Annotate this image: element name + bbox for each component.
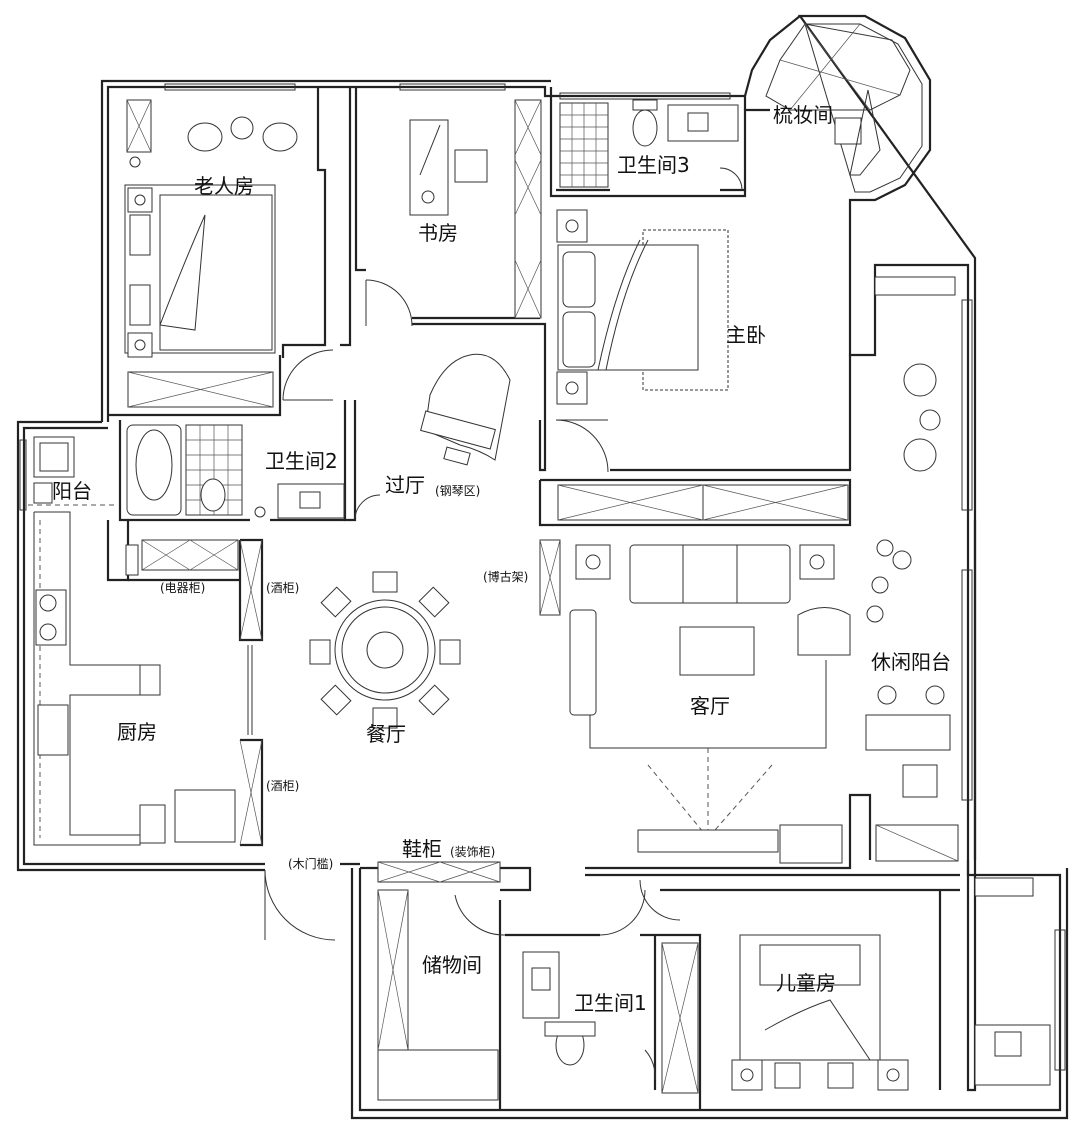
dressing-room-furniture bbox=[765, 23, 911, 176]
storage-room-furniture bbox=[377, 861, 501, 1101]
label-kitchen: 厨房 bbox=[117, 720, 157, 744]
windows bbox=[19, 83, 1066, 1071]
label-storage-room: 储物间 bbox=[422, 953, 482, 977]
bathroom2-fixtures bbox=[126, 424, 345, 519]
label-bathroom3: 卫生间3 bbox=[617, 153, 690, 177]
kitchen-furniture bbox=[28, 436, 263, 846]
label-wine-cabinet-bottom: (酒柜) bbox=[266, 779, 299, 793]
label-leisure-balcony: 休闲阳台 bbox=[871, 650, 951, 674]
study-furniture bbox=[409, 99, 542, 319]
bathroom3-fixtures bbox=[559, 99, 739, 188]
label-dressing-room: 梳妆间 bbox=[773, 103, 833, 127]
label-shoe-cabinet: 鞋柜 bbox=[402, 837, 442, 861]
label-wood-threshold: (木门槛) bbox=[288, 856, 333, 871]
leisure-balcony-furniture bbox=[865, 276, 959, 862]
label-appliance-cabinet: (电器柜) bbox=[160, 581, 205, 595]
label-living-room: 客厅 bbox=[690, 694, 730, 718]
label-children-room: 儿童房 bbox=[776, 971, 836, 995]
label-bathroom2: 卫生间2 bbox=[265, 449, 338, 473]
label-decor-cabinet: (装饰柜) bbox=[450, 845, 495, 859]
label-hall-note: (钢琴区) bbox=[435, 484, 480, 498]
label-master-bedroom: 主卧 bbox=[726, 323, 766, 347]
label-bathroom1: 卫生间1 bbox=[574, 991, 647, 1015]
outer-walls bbox=[16, 14, 1069, 1120]
interior-walls bbox=[106, 87, 960, 1110]
door-arcs bbox=[247, 167, 743, 1081]
label-curio-shelf: (博古架) bbox=[483, 569, 528, 584]
label-elderly-room: 老人房 bbox=[194, 174, 254, 198]
label-dining-room: 餐厅 bbox=[366, 722, 406, 746]
bathroom1-fixtures bbox=[522, 942, 699, 1094]
children-room-furniture bbox=[731, 877, 1051, 1091]
dining-table bbox=[309, 571, 461, 729]
label-study: 书房 bbox=[418, 221, 458, 245]
label-hall: 过厅 bbox=[385, 473, 425, 497]
elderly-room-furniture bbox=[124, 99, 298, 408]
piano bbox=[420, 353, 511, 466]
label-balcony: 阳台 bbox=[52, 479, 92, 503]
room-labels: 老人房 书房 卫生间3 梳妆间 主卧 卫生间2 过厅 (钢琴区) 阳台 (博古架… bbox=[52, 103, 951, 1015]
living-room-furniture bbox=[539, 484, 851, 864]
label-wine-cabinet-top: (酒柜) bbox=[266, 581, 299, 595]
master-bedroom-furniture bbox=[556, 209, 729, 405]
